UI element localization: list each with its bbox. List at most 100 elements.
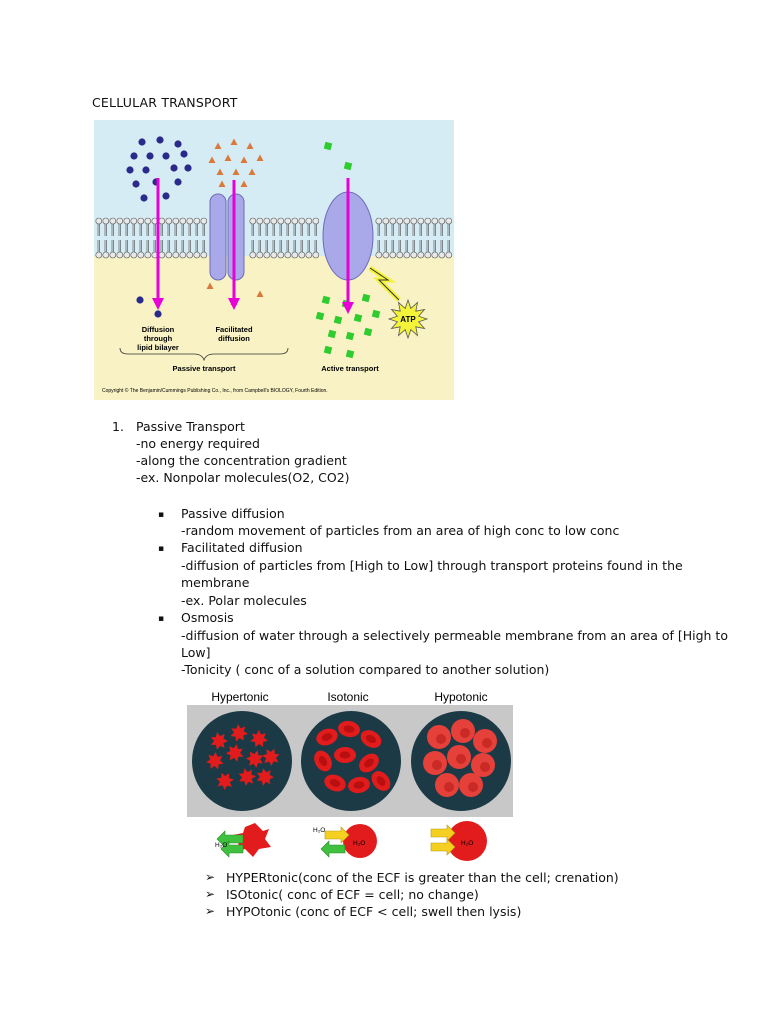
lipid-head — [291, 217, 299, 225]
lipid-head — [165, 217, 173, 225]
blue-molecule — [132, 180, 140, 188]
lipid-head — [144, 251, 152, 259]
lipid-head — [284, 251, 292, 259]
lipid-head — [116, 251, 124, 259]
lipid-head — [277, 217, 285, 225]
arrow-bullet-icon: ➢ — [205, 887, 216, 901]
green-molecule — [343, 161, 353, 171]
orange-molecule — [246, 142, 254, 149]
lipid-head — [200, 251, 208, 259]
normal-cell-center — [376, 776, 386, 786]
orange-molecule — [256, 154, 264, 161]
swollen-cell-center — [432, 760, 442, 770]
swollen-cells — [423, 719, 497, 797]
lipid-head — [291, 251, 299, 259]
crenated-cell — [250, 730, 268, 748]
orange-molecule — [240, 156, 248, 163]
green-molecule — [363, 327, 373, 337]
lipid-head — [438, 217, 446, 225]
lipid-head — [95, 217, 103, 225]
lipid-head — [256, 217, 264, 225]
isotonic-cell — [343, 824, 377, 858]
swollen-cell-center — [480, 762, 490, 772]
orange-molecule — [230, 138, 238, 145]
lipid-head — [109, 217, 117, 225]
lipid-head — [445, 217, 453, 225]
lipid-head — [298, 217, 306, 225]
crenated-cell — [238, 768, 256, 786]
green-molecule — [323, 345, 333, 355]
green-molecule — [371, 309, 381, 319]
tonicity-diagram: Hypertonic Isotonic Hypotonic H₂O H₂O H₂… — [185, 685, 515, 865]
normal-cell-center — [339, 751, 351, 759]
lipid-head — [256, 251, 264, 259]
blue-molecule — [140, 194, 148, 202]
crenated-cell — [246, 750, 264, 768]
lipid-head — [158, 217, 166, 225]
normal-cell-center — [318, 755, 328, 767]
water-out-arrow — [320, 840, 346, 858]
lipid-head — [410, 217, 418, 225]
lipid-head — [179, 217, 187, 225]
orange-molecule — [214, 142, 222, 149]
lipid-head — [200, 217, 208, 225]
blue-molecule — [162, 152, 170, 160]
lipid-head — [403, 251, 411, 259]
orange-molecule — [218, 180, 226, 187]
lipid-head — [130, 251, 138, 259]
atp-label: ATP — [400, 315, 416, 324]
orange-molecule — [248, 168, 256, 175]
channel-protein-right — [227, 193, 245, 281]
blue-molecule — [180, 150, 188, 158]
lipid-head — [249, 217, 257, 225]
subsection-line: -diffusion of water through a selectivel… — [181, 628, 728, 643]
lipid-head — [165, 251, 173, 259]
green-molecule — [327, 329, 337, 339]
copyright-text: Copyright © The Benjamin/Cummings Publis… — [102, 387, 328, 394]
water-out-arrow — [216, 830, 244, 848]
green-molecule — [361, 293, 371, 303]
subsection-heading: Facilitated diffusion — [181, 540, 303, 555]
normal-cell-center — [321, 733, 333, 741]
green-molecule — [321, 295, 331, 305]
lipid-head — [144, 217, 152, 225]
swollen-cell-center — [456, 754, 466, 764]
blue-molecule — [174, 140, 182, 148]
channel-protein-left — [209, 193, 227, 281]
atp-burst — [387, 298, 429, 340]
lipid-head — [389, 217, 397, 225]
energy-bolt-outline — [369, 267, 400, 301]
crenated-cell — [206, 752, 224, 770]
lipid-head — [382, 217, 390, 225]
lipid-head — [116, 217, 124, 225]
tonicity-item: ISOtonic( conc of ECF = cell; no change) — [226, 887, 479, 902]
lipid-bilayer — [95, 217, 453, 259]
lipid-head — [298, 251, 306, 259]
lipid-head — [137, 251, 145, 259]
blue-molecule — [156, 136, 164, 144]
section-point: -along the concentration gradient — [136, 453, 347, 468]
water-in-arrow — [430, 824, 456, 842]
lipid-head — [109, 251, 117, 259]
hypotonic-cell — [447, 821, 487, 861]
hypertonic-label: Hypertonic — [211, 690, 268, 704]
blue-molecule — [154, 310, 162, 318]
lipid-head — [270, 251, 278, 259]
section-heading: Passive Transport — [136, 419, 245, 434]
lipid-head — [382, 251, 390, 259]
crenated-cell — [216, 772, 234, 790]
active-label: Active transport — [321, 364, 379, 373]
blue-molecule — [170, 164, 178, 172]
orange-molecule — [224, 154, 232, 161]
lipid-head — [249, 251, 257, 259]
arrow-bullet-icon: ➢ — [205, 870, 216, 884]
passive-bracket — [119, 347, 289, 362]
crenated-cell — [210, 732, 228, 750]
green-molecule — [315, 311, 325, 321]
orange-molecule — [208, 156, 216, 163]
lipid-head — [375, 217, 383, 225]
water-out-arrow — [220, 840, 244, 858]
lipid-head — [263, 251, 271, 259]
